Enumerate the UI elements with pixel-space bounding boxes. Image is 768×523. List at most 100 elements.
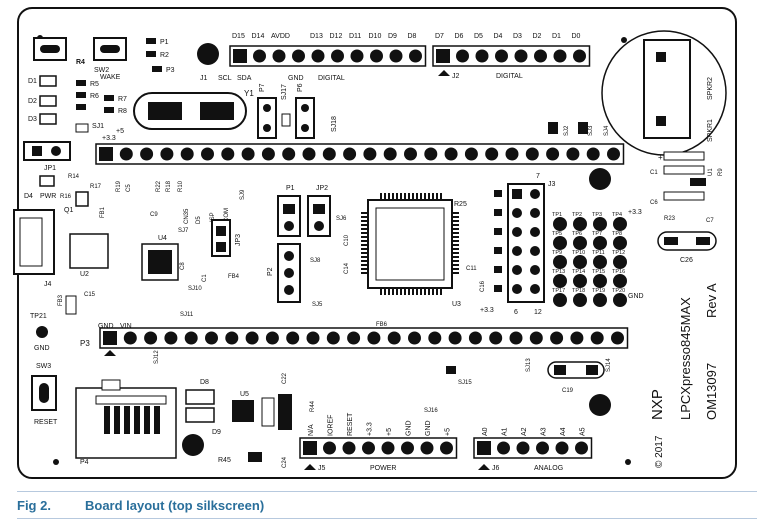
fb3-ref: FB3 (58, 294, 64, 306)
test-point-pad (613, 255, 627, 269)
u3-pin (392, 193, 394, 200)
p4-pin (104, 406, 110, 434)
u3-pin (452, 272, 459, 274)
jumper-p7[interactable] (257, 97, 277, 139)
wake-button[interactable] (93, 37, 127, 61)
u3-pin (361, 260, 368, 262)
test-point-label: TP3 (592, 212, 602, 218)
u3-pin (396, 288, 398, 295)
tp21-gnd: GND (34, 345, 50, 352)
mounting-hole (182, 434, 204, 456)
u3-pin (452, 228, 459, 230)
bottom-row-pin (509, 331, 523, 345)
c1-ref: C1 (202, 274, 208, 282)
j1-ref: J1 (200, 75, 208, 82)
bottom-row-pin (468, 331, 482, 345)
fb4-ref: FB4 (228, 274, 240, 280)
j6-pin (555, 441, 569, 455)
sj17-ref: SJ17 (281, 84, 288, 100)
j6-title: ANALOG (534, 465, 563, 472)
u3-pin (452, 216, 459, 218)
bottom-row-pin (387, 331, 401, 345)
u4-ref: U4 (158, 235, 167, 242)
j5-title: POWER (370, 465, 396, 472)
u3-pin (400, 193, 402, 200)
u3-pin (452, 252, 459, 254)
j1-label: D8 (408, 33, 417, 40)
wake-label: WAKE (100, 74, 121, 81)
sj4-ref: SJ4 (604, 125, 610, 136)
j6-pin (477, 441, 491, 455)
j1-title: DIGITAL (318, 75, 345, 82)
jumper-jp1[interactable] (23, 141, 71, 161)
top-row-pin (322, 147, 336, 161)
j1-label: D12 (330, 33, 343, 40)
u3-pin (416, 288, 418, 295)
j6-label: A0 (482, 427, 489, 436)
top-row-pin (261, 147, 275, 161)
u3-pin (361, 228, 368, 230)
d3-ref: D3 (28, 116, 37, 123)
j2-outline (432, 45, 591, 67)
test-point-pad (553, 236, 567, 250)
sj13-ref: SJ13 (526, 358, 532, 372)
j1-pin (409, 49, 422, 63)
r8-ref: R8 (118, 108, 127, 115)
j2-pin (514, 49, 528, 63)
plus33-b: +3.3 (480, 307, 494, 314)
j1-pin (272, 49, 286, 63)
j5-label: +5 (386, 428, 393, 436)
r22-ref: R22 (156, 180, 162, 192)
bottom-row-pin (103, 331, 117, 345)
u3-pin (420, 288, 422, 295)
sj9-ref: SJ9 (240, 189, 246, 200)
tp-gnd: GND (628, 293, 644, 300)
d2-ref: D2 (28, 98, 37, 105)
j1-outline (229, 45, 427, 67)
test-point-label: TP7 (592, 231, 602, 237)
u3-pin (452, 220, 459, 222)
test-point-pad (573, 217, 587, 231)
j3-pin12: 12 (534, 309, 542, 316)
isp-label: ISP (210, 212, 216, 222)
top-row-pin (607, 147, 620, 161)
j5-pin (440, 441, 453, 455)
test-point-label: TP14 (572, 269, 585, 275)
test-point-label: TP1 (552, 212, 562, 218)
p4-inner (95, 395, 167, 405)
top-row-pin (363, 147, 377, 161)
r23-ref: R23 (664, 216, 676, 222)
j3-pin (530, 189, 540, 199)
top-row-pin (302, 147, 316, 161)
jumper-p6[interactable] (295, 97, 315, 139)
gnd-p3-label: GND (98, 323, 114, 330)
jp1-ref: JP1 (44, 165, 56, 172)
cn35-ref: CN35 (184, 208, 190, 224)
j6-label: A5 (580, 427, 587, 436)
reset-button[interactable] (31, 375, 57, 411)
sj14-ref: SJ14 (606, 358, 612, 372)
test-point-label: TP5 (552, 231, 562, 237)
j1-sda: SDA (237, 75, 252, 82)
u3-pin (452, 232, 459, 234)
j6-pin (575, 441, 588, 455)
sj6-ref: SJ6 (336, 216, 347, 222)
d1-ref: D1 (28, 78, 37, 85)
isp-button[interactable] (33, 37, 67, 61)
test-point-pad (553, 217, 567, 231)
p1-ref: P1 (160, 39, 169, 46)
j1-pin (370, 49, 383, 63)
j2-label: D5 (474, 33, 483, 40)
top-row-pin (282, 147, 296, 161)
u3-pin (361, 268, 368, 270)
j1-label: D9 (388, 33, 397, 40)
d5-ref: D5 (196, 216, 202, 224)
test-point-pad (593, 236, 607, 250)
fb6-ref: FB6 (376, 322, 388, 328)
bottom-row-pin (611, 331, 624, 345)
j6-label: A4 (560, 427, 567, 436)
r6-ref: R6 (90, 93, 99, 100)
top-row-pin (160, 147, 174, 161)
test-point-label: TP10 (572, 250, 585, 256)
